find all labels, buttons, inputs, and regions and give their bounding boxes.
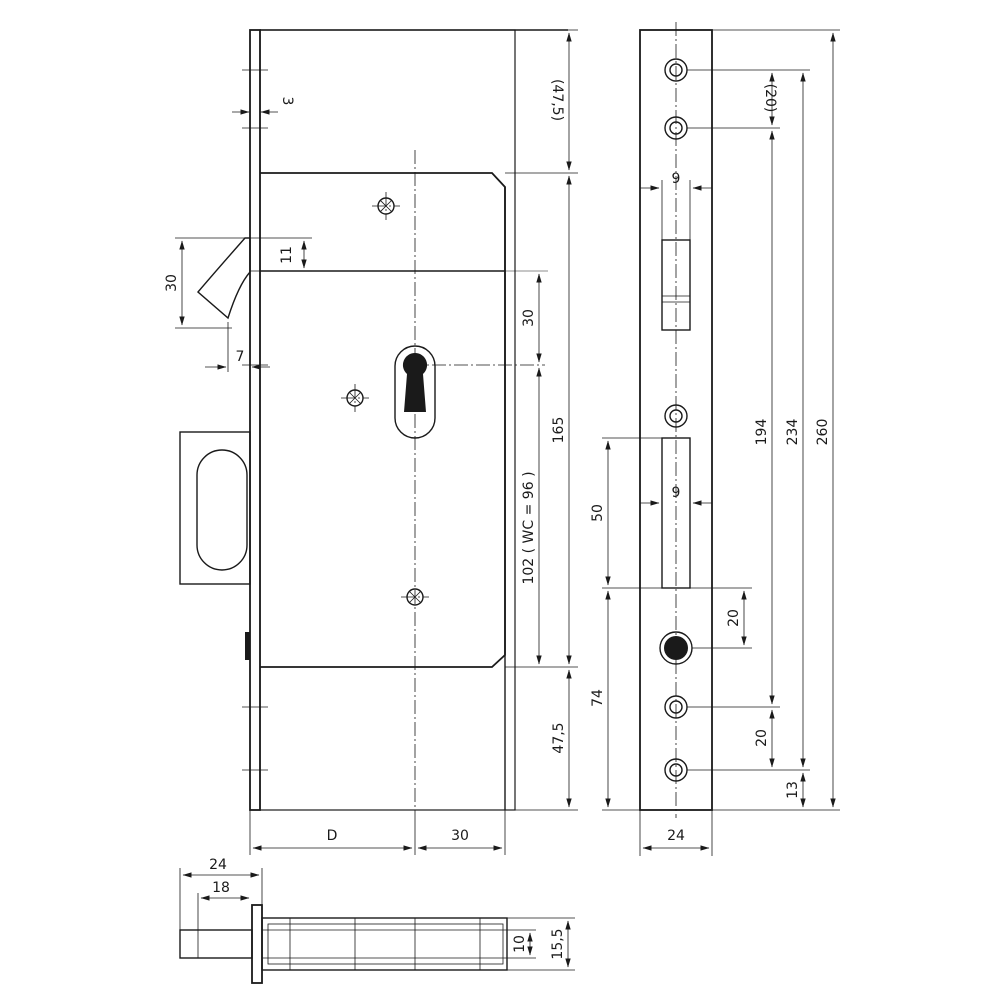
dim-24-front: 24: [667, 828, 685, 844]
top-case: [261, 917, 508, 971]
dim-20-mid: 20: [726, 609, 742, 627]
forend-edge: [249, 29, 261, 811]
dim-30-bottom: 30: [451, 828, 469, 844]
side-view: 3 (47,5) 11 30 7 30 102 ( WC = 96 ) 165: [164, 29, 578, 855]
dim-50: 50: [590, 504, 606, 522]
hook-bolt: [179, 431, 251, 585]
front-view: 9 9 50 74 20 (20) 194 20: [590, 22, 840, 856]
top-view: 24 18 10 15,5: [179, 857, 575, 984]
trigger-pin: [245, 632, 250, 660]
dim-13: 13: [785, 781, 801, 799]
dim-7: 7: [236, 349, 245, 365]
dim-194: 194: [754, 419, 770, 446]
latch-bolt: [197, 237, 251, 320]
dim-47-5-bottom: 47,5: [551, 722, 567, 753]
screw-mid: [341, 384, 369, 412]
cylinder-cutout: [394, 345, 436, 439]
dim-47-5-top: (47,5): [549, 79, 565, 121]
dim-18: 18: [212, 880, 230, 896]
top-forend: [251, 904, 263, 984]
keyhole-icon: [402, 352, 428, 412]
hook-bolt-slot: [196, 449, 248, 571]
forend-screw-marks: [242, 69, 268, 771]
dim-165: 165: [551, 417, 567, 444]
dim-10: 10: [512, 935, 528, 953]
dim-260: 260: [815, 419, 831, 446]
lock-body: [260, 172, 506, 668]
dim-24-top: 24: [209, 857, 227, 873]
hookbolt-window: [661, 437, 691, 589]
dim-234: 234: [785, 419, 801, 446]
dim-20-top: (20): [762, 84, 778, 113]
forend-hole-3: [664, 404, 688, 428]
dim-3: 3: [279, 97, 295, 106]
follower-hole: [659, 631, 693, 665]
dim-30-latch: 30: [164, 274, 180, 292]
top-bolt: [179, 929, 253, 959]
case-body: [259, 29, 516, 811]
dim-20-low: 20: [754, 729, 770, 747]
dim-30-key: 30: [521, 309, 537, 327]
dim-11: 11: [279, 246, 295, 264]
screw-bottom: [401, 588, 429, 606]
screw-top: [372, 192, 400, 220]
dim-74: 74: [590, 689, 606, 707]
dim-9-mid: 9: [672, 485, 681, 501]
dim-D: D: [327, 828, 338, 844]
dim-102: 102 ( WC = 96 ): [521, 471, 537, 584]
latch-window: [661, 239, 691, 331]
dim-9-top: 9: [672, 171, 681, 187]
dim-15-5: 15,5: [550, 928, 566, 959]
